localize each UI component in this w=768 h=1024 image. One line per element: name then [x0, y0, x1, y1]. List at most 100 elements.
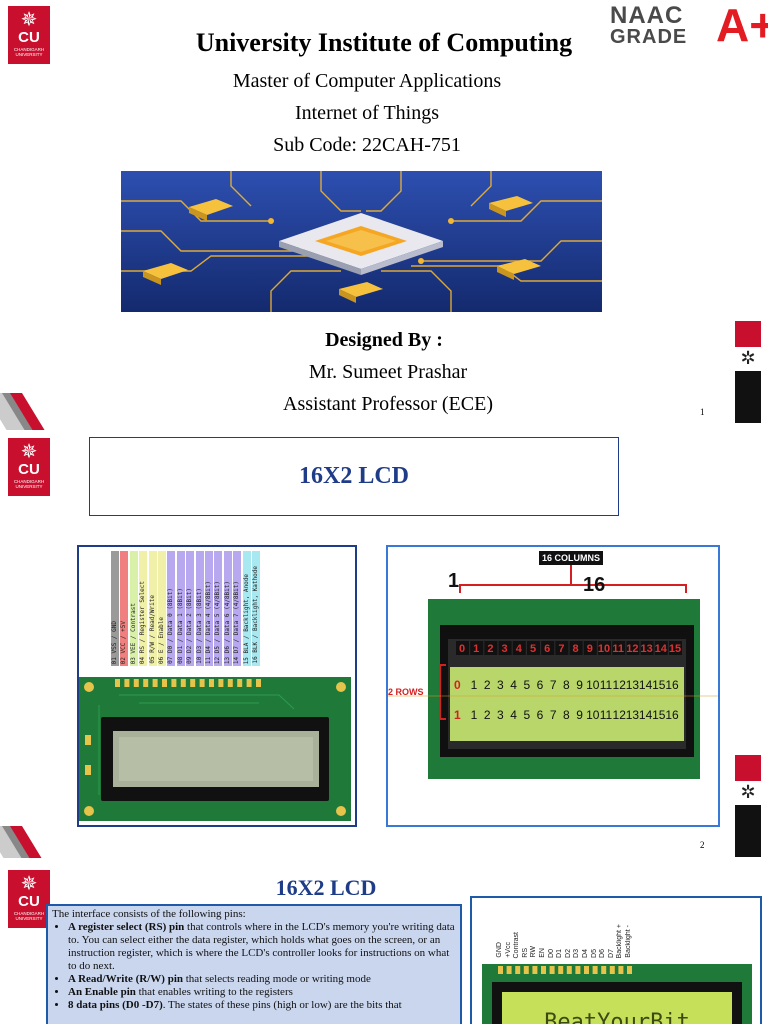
column-index: 0	[459, 643, 465, 655]
row-index: 1	[454, 708, 461, 722]
pin-label-5: 05 R/W / Read/Write	[148, 551, 157, 666]
pin-bullet-list: A register select (RS) pin that controls…	[52, 921, 456, 1012]
pin-label-text: 14 D7 / Data 7 (4/8Bit)	[233, 580, 241, 664]
subject-code: Sub Code: 22CAH-751	[273, 134, 461, 156]
header-pad	[584, 966, 589, 974]
module-pin-label: Backlight -	[625, 925, 632, 958]
header-pad	[575, 966, 581, 974]
header-pad	[558, 966, 564, 974]
column-index: 5	[530, 643, 536, 655]
column-index: 9	[587, 643, 593, 655]
naac-line1: NAAC	[610, 2, 684, 29]
column-index: 6	[544, 643, 550, 655]
pin-label-text: 11 D4 / Data 4 (4/8Bit)	[205, 580, 212, 664]
lcd-screen-text: BeatYourBit	[544, 1010, 690, 1024]
column-index-bg	[555, 641, 569, 655]
cell-number: 6	[537, 678, 544, 692]
column-index-bg	[626, 641, 640, 655]
cell-number: 9	[576, 708, 583, 722]
column-index-bg	[456, 641, 469, 655]
pin-label-text: 04 RS / Register Select	[139, 580, 147, 664]
pin-label-3: 03 VEE / Contrast	[129, 551, 138, 666]
cell-number: 11	[600, 708, 613, 722]
pin-label-2: 02 VCC / +5V	[120, 551, 129, 666]
logo-sub1: CHANDIGARH	[13, 911, 45, 916]
header-pad	[209, 679, 214, 687]
rows-label: 2 ROWS	[388, 687, 424, 697]
author-designation: Assistant Professor (ECE)	[283, 393, 493, 415]
header-pad	[162, 679, 167, 687]
header-pad	[256, 679, 261, 687]
column-index-bg	[569, 641, 583, 655]
column-index: 2	[487, 643, 493, 655]
cell-number: 3	[497, 678, 504, 692]
header-pad	[143, 679, 149, 687]
header-pad	[237, 679, 243, 687]
logo-sub1: CHANDIGARH	[13, 47, 45, 52]
row-index: 0	[454, 678, 461, 692]
pin-label-16: 16 BLK / Backlight, Kathode	[252, 551, 260, 666]
header-pad	[549, 966, 555, 974]
pin-bullet-text: . The states of these pins (high or low)…	[162, 999, 402, 1011]
header-pad	[133, 679, 139, 687]
pin-bullet-heading: A register select (RS) pin	[68, 921, 185, 933]
page-number: 2	[700, 840, 705, 850]
cell-number: 10	[586, 708, 600, 722]
pin-bullet-heading: 8 data pins (D0 -D7)	[68, 999, 163, 1011]
cell-number: 14	[639, 708, 653, 722]
pin-label-text: 01 VSS / GND	[111, 620, 118, 664]
column-index: 3	[502, 643, 508, 655]
cell-number: 15	[652, 708, 666, 722]
header-pad	[199, 679, 205, 687]
column-index: 14	[655, 643, 668, 655]
columns-label: 16 COLUMNS	[542, 553, 600, 563]
pin-label-8: 08 D1 / Data 1 (8Bit)	[176, 551, 185, 666]
header-pad	[523, 966, 529, 974]
pin-label-text: 10 D3 / Data 3 (8Bit)	[195, 588, 203, 664]
slide-title: 16X2 LCD	[275, 875, 377, 900]
cell-number: 5	[523, 678, 530, 692]
pin-label-11: 11 D4 / Data 4 (4/8Bit)	[205, 551, 213, 666]
university-title: University Institute of Computing	[195, 28, 573, 57]
pin-label-text: 08 D1 / Data 1 (8Bit)	[176, 588, 184, 664]
module-pin-label: Backlight +	[616, 923, 624, 958]
cell-number: 8	[563, 708, 570, 722]
slide-title-box: 16X2 LCD	[89, 437, 619, 516]
header-pad	[609, 966, 615, 974]
header-pad	[227, 679, 233, 687]
first-column-label: 1	[448, 570, 459, 592]
header-pad	[566, 966, 572, 974]
pin-bullet-heading: An Enable pin	[68, 986, 136, 998]
header-pad	[498, 966, 503, 974]
side-tab: ✲	[735, 321, 761, 423]
pin-label-15: 15 BLA / Backlight, Anode	[242, 551, 251, 666]
pin-bullet-text: that selects reading mode or writing mod…	[183, 973, 371, 985]
column-index: 8	[573, 643, 579, 655]
pin-label-10: 10 D3 / Data 3 (8Bit)	[195, 551, 204, 666]
logo-subtext: CHANDIGARH UNIVERSITY	[14, 479, 44, 489]
column-index: 4	[516, 643, 523, 655]
column-index-bg	[527, 641, 540, 655]
cell-number: 4	[510, 708, 517, 722]
pin-label-text: 13 D6 / Data 6 (4/8Bit)	[223, 580, 231, 664]
pin-bullet: A Read/Write (R/W) pin that selects read…	[68, 973, 456, 986]
column-index-bg	[669, 641, 682, 655]
pin-label-4: 04 RS / Register Select	[139, 551, 148, 666]
lcd-module-graphic: BeatYourBit	[482, 964, 752, 1024]
pin-description-box: The interface consists of the following …	[46, 904, 462, 1024]
pin-label-text: 09 D2 / Data 2 (8Bit)	[186, 588, 194, 664]
column-index-bg	[612, 641, 626, 655]
gear-emblem-icon: ✵	[20, 871, 38, 895]
cell-number: 1	[471, 678, 478, 692]
pin-bullet: A register select (RS) pin that controls…	[68, 921, 456, 973]
column-index-bg	[484, 641, 498, 655]
logo-sub2: UNIVERSITY	[15, 916, 43, 921]
cell-number: 15	[652, 678, 666, 692]
logo-cu-text: CU	[18, 893, 40, 910]
author-name: Mr. Sumeet Prashar	[308, 361, 468, 383]
header-pad	[506, 966, 512, 974]
logo-subtext: CHANDIGARH UNIVERSITY	[14, 47, 44, 57]
